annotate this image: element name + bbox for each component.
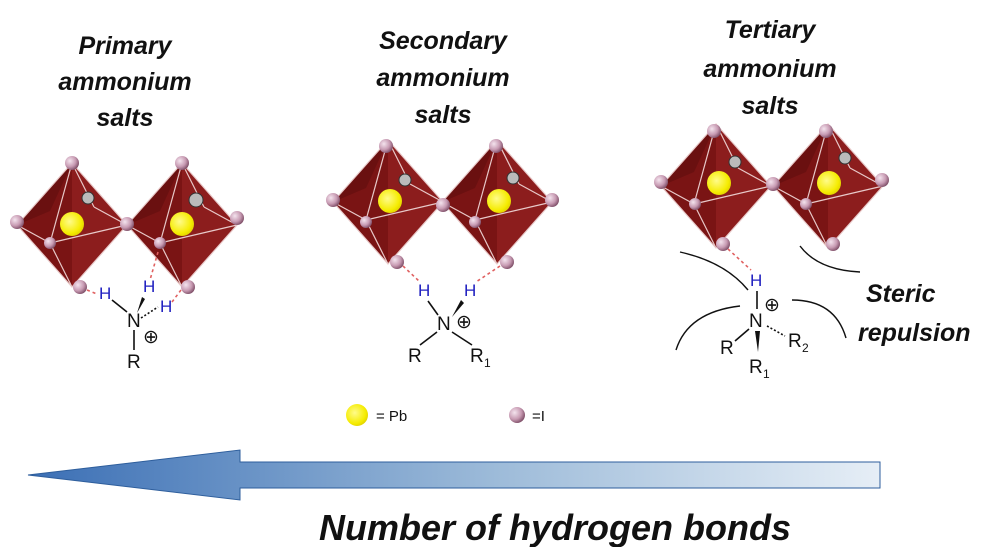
secondary-cation-marker-right: [506, 171, 520, 185]
tertiary-title-line-1: Tertiary: [725, 16, 817, 44]
primary-h-bond-1: [86, 289, 98, 295]
tertiary-panel: Tertiary ammonium salts H N ⊕: [654, 16, 971, 381]
tertiary-h-label: H: [750, 271, 762, 290]
secondary-h-label-1: H: [418, 281, 430, 300]
primary-r-label: R: [127, 352, 141, 373]
tertiary-r1-subscript: 1: [763, 367, 770, 381]
primary-nh-wedge: [137, 297, 145, 313]
secondary-n-label: N: [437, 314, 451, 335]
tertiary-nr2-hash-bond: [766, 325, 786, 337]
tertiary-charge: ⊕: [764, 295, 780, 316]
tertiary-steric-arc-bottom-left: [675, 305, 741, 351]
secondary-r-label: R: [408, 346, 422, 367]
primary-pb-atom-right: [170, 212, 194, 236]
primary-n-label: N: [127, 311, 141, 332]
primary-cation-marker: [188, 192, 204, 208]
primary-h-bond-2: [149, 251, 159, 281]
tertiary-title-line-3: salts: [742, 92, 799, 120]
primary-nh-bond-3: [140, 306, 159, 319]
secondary-h-bond-1: [402, 265, 421, 283]
tertiary-pb-atom-left: [707, 171, 731, 195]
primary-h-label-1: H: [99, 284, 111, 303]
tertiary-cation-marker-left: [728, 155, 742, 169]
secondary-iodide-atoms: [326, 139, 559, 269]
primary-nh-bond-1: [111, 299, 128, 313]
secondary-nr-bond: [419, 331, 438, 346]
steric-label-line-2: repulsion: [858, 319, 971, 347]
tertiary-n-label: N: [749, 311, 763, 332]
legend-i-label: =I: [532, 408, 545, 425]
tertiary-cation-marker-right: [838, 151, 852, 165]
primary-h-bond-3: [171, 289, 182, 303]
legend-pb-swatch: [346, 404, 368, 426]
tertiary-steric-arc-top-left: [679, 251, 749, 291]
primary-h-label-3: H: [160, 297, 172, 316]
primary-title-line-1: Primary: [78, 32, 172, 60]
secondary-pb-atom-left: [378, 189, 402, 213]
secondary-cation-marker-left: [398, 173, 412, 187]
secondary-title-line-3: salts: [415, 101, 472, 129]
tertiary-r2-subscript: 2: [802, 341, 809, 355]
primary-charge: ⊕: [143, 327, 159, 348]
arrow-label: Number of hydrogen bonds: [319, 507, 791, 547]
secondary-title-line-1: Secondary: [379, 27, 508, 55]
primary-title-line-2: ammonium: [58, 68, 191, 96]
secondary-r1-subscript: 1: [484, 356, 491, 370]
hydrogen-bond-arrow: Number of hydrogen bonds: [27, 449, 881, 547]
secondary-h-label-2: H: [464, 281, 476, 300]
secondary-charge: ⊕: [456, 312, 472, 333]
secondary-r1-label: R: [470, 346, 484, 367]
tertiary-r-label: R: [720, 338, 734, 359]
primary-title-line-3: salts: [97, 104, 154, 132]
primary-panel: Primary ammonium salts H H H N ⊕: [10, 32, 244, 373]
tertiary-nr1-wedge: [755, 331, 760, 352]
tertiary-h-bond: [727, 248, 752, 271]
primary-iodide-atoms: [10, 156, 244, 294]
tertiary-steric-arc-top-right: [799, 245, 861, 273]
arrow-shape: [27, 449, 881, 501]
legend: = Pb =I: [346, 404, 545, 426]
tertiary-r1-label: R: [749, 357, 763, 378]
secondary-pb-atom-right: [487, 189, 511, 213]
primary-h-label-2: H: [143, 277, 155, 296]
steric-label-line-1: Steric: [866, 280, 936, 308]
tertiary-r2-label: R: [788, 331, 802, 352]
secondary-title-line-2: ammonium: [376, 64, 509, 92]
secondary-nh-wedge: [452, 300, 464, 317]
tertiary-pb-atom-right: [817, 171, 841, 195]
tertiary-title-line-2: ammonium: [703, 55, 836, 83]
legend-pb-label: = Pb: [376, 408, 407, 425]
secondary-panel: Secondary ammonium salts H H N ⊕: [326, 27, 559, 370]
secondary-nh-bond-1: [427, 300, 439, 316]
primary-pb-atom-left: [60, 212, 84, 236]
tertiary-iodide-atoms: [654, 124, 889, 251]
tertiary-nr-bond: [734, 328, 750, 342]
tertiary-steric-arc-bottom-right: [791, 299, 847, 339]
secondary-nr1-bond: [451, 331, 473, 346]
legend-i-swatch: [509, 407, 525, 423]
secondary-h-bond-2: [475, 265, 501, 283]
primary-cation-marker-2: [81, 191, 95, 205]
